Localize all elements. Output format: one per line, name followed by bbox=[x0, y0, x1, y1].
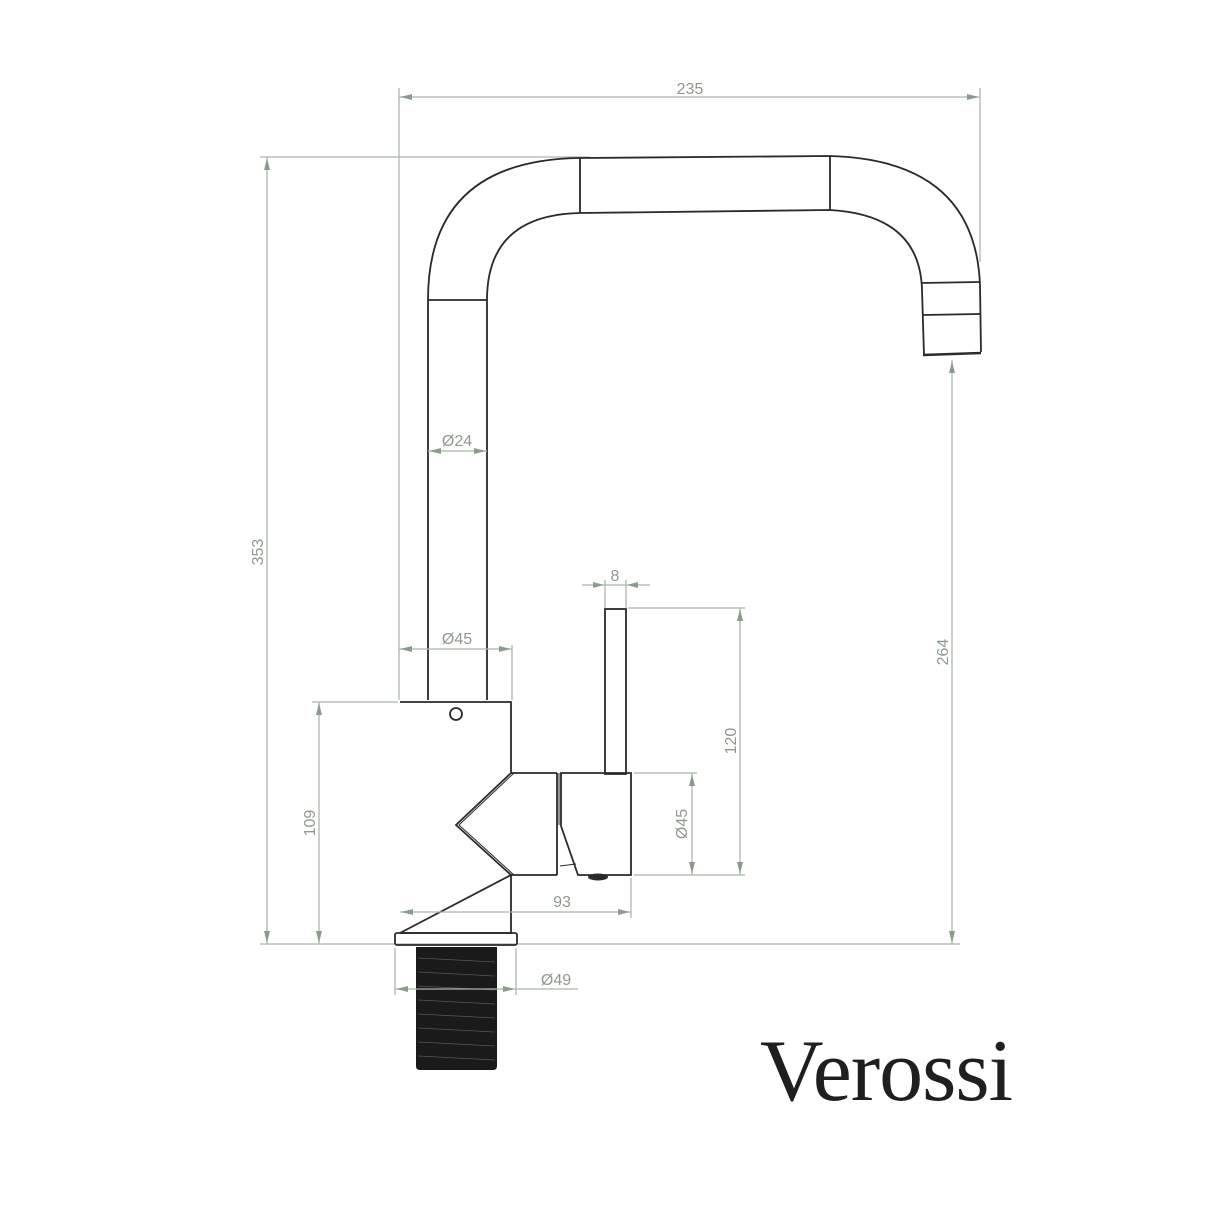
dimension-overall-height: 353 bbox=[250, 156, 590, 944]
dimension-handle-height: 120 bbox=[628, 607, 745, 876]
brand-logo: Verossi bbox=[760, 1023, 1013, 1120]
dimension-spout-diameter: Ø24 bbox=[428, 433, 487, 454]
dimension-base-diameter: Ø49 bbox=[394, 948, 578, 995]
spout bbox=[427, 155, 982, 700]
dimension-label-d49: Ø49 bbox=[541, 972, 571, 989]
dimension-handle-projection: 93 bbox=[400, 878, 632, 918]
dimension-label-d24: Ø24 bbox=[442, 433, 472, 450]
dimension-overall-reach: 235 bbox=[398, 81, 981, 700]
dimension-label-235: 235 bbox=[677, 81, 704, 98]
tap-body bbox=[399, 701, 560, 934]
dimension-label-d45-body: Ø45 bbox=[442, 631, 472, 648]
dimension-label-264: 264 bbox=[935, 639, 952, 666]
dimension-body-diameter: Ø45 bbox=[399, 631, 513, 700]
dimension-spout-height: 264 bbox=[935, 360, 955, 944]
dimension-label-120: 120 bbox=[723, 728, 740, 755]
dimension-label-d45-hub: Ø45 bbox=[674, 809, 691, 839]
dimension-label-109: 109 bbox=[302, 810, 319, 837]
dimension-label-353: 353 bbox=[250, 539, 267, 566]
tap-base bbox=[394, 932, 518, 1070]
dimension-handle-width: 8 bbox=[582, 568, 650, 608]
dimension-label-8: 8 bbox=[611, 568, 620, 585]
dimension-body-height: 109 bbox=[302, 701, 398, 944]
dimension-label-93: 93 bbox=[553, 894, 571, 911]
dimension-hub-diameter: Ø45 bbox=[634, 772, 697, 875]
tap-handle bbox=[559, 608, 632, 881]
